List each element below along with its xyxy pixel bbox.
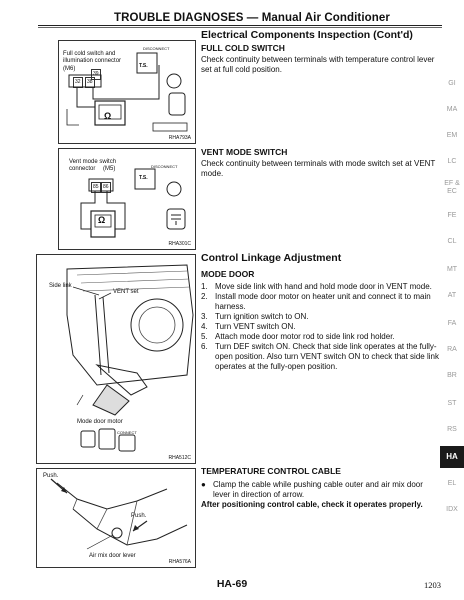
section-linkage-title: Control Linkage Adjustment <box>201 252 342 264</box>
fig1-label-line2: illumination connector <box>63 58 122 64</box>
side-tab-idx[interactable]: IDX <box>446 506 458 513</box>
fig2-ohm-label: Ω <box>98 215 106 225</box>
fig1-disconnect-label: DISCONNECT <box>143 46 170 51</box>
side-tab-fa[interactable]: FA <box>447 320 457 327</box>
fig1-connector-id: (M6) <box>63 66 76 72</box>
fig3-drawing <box>66 264 194 452</box>
side-tab-fe[interactable]: FE <box>447 212 457 219</box>
vent-mode-heading: VENT MODE SWITCH <box>201 147 288 157</box>
full-cold-text: Check continuity between terminals with … <box>201 55 435 74</box>
side-tab-em[interactable]: EM <box>446 132 458 139</box>
footer-page-number: 1203 <box>424 580 441 590</box>
side-tab-cl[interactable]: CL <box>447 238 457 245</box>
side-tab-at[interactable]: AT <box>447 292 457 299</box>
side-tab-ra[interactable]: RA <box>447 346 457 353</box>
step-item: 4.Turn VENT switch ON. <box>201 322 296 331</box>
side-tab-br[interactable]: BR <box>447 372 457 379</box>
fig2-drawing <box>80 168 186 238</box>
fig3-vent-set-label: VENT set <box>113 289 139 295</box>
fig2-connector-id: (M5) <box>103 166 116 172</box>
full-cold-heading: FULL COLD SWITCH <box>201 43 285 53</box>
fig4-push-label-1: Push. <box>43 473 59 479</box>
temp-cable-heading: TEMPERATURE CONTROL CABLE <box>201 466 341 476</box>
fig1-label-line1: Full cold switch and <box>63 51 116 57</box>
side-tab-lc[interactable]: LC <box>447 158 457 165</box>
figure-full-cold-switch: Full cold switch and illumination connec… <box>58 40 196 144</box>
step-item: 1.Move side link with hand and hold mode… <box>201 282 432 291</box>
header-rule <box>38 25 442 26</box>
temp-cable-note: After positioning control cable, check i… <box>201 500 423 509</box>
fig1-drawing <box>66 52 188 132</box>
fig3-side-link-label: Side link <box>49 283 72 289</box>
fig4-drawing <box>50 478 188 550</box>
fig4-id: RHA576A <box>168 559 191 565</box>
bullet-icon: ● <box>201 480 206 489</box>
section-inspection-title: Electrical Components Inspection (Cont'd… <box>201 29 413 41</box>
fig3-motor-label: Mode door motor <box>77 419 123 425</box>
fig2-terminal-a: 85 <box>91 182 101 193</box>
fig2-label-line1: Vent mode switch <box>69 159 117 165</box>
side-tab-ef-ec[interactable]: EF & EC <box>444 180 460 195</box>
fig1-id: RHA793A <box>168 135 191 141</box>
fig3-id: RHA512C <box>168 455 191 461</box>
fig4-lever-label: Air mix door lever <box>89 553 136 559</box>
figure-mode-door: Side link VENT set Mode door motor CONNE… <box>36 254 196 464</box>
fig2-disconnect-label: DISCONNECT <box>151 164 178 169</box>
fig4-push-label-2: Push. <box>131 513 147 519</box>
side-tab-gi[interactable]: GI <box>448 80 456 87</box>
fig2-id: RHA301C <box>168 241 191 247</box>
page-header: TROUBLE DIAGNOSES — Manual Air Condition… <box>114 12 390 24</box>
side-tab-st[interactable]: ST <box>447 400 457 407</box>
fig2-terminal-b: 86 <box>101 182 111 193</box>
step-item: 5.Attach mode door motor rod to side lin… <box>201 332 395 341</box>
footer-page-code: HA-69 <box>216 578 248 590</box>
figure-vent-mode-switch: Vent mode switch connector (M5) DISCONNE… <box>58 148 196 250</box>
header-rule-secondary <box>38 27 442 28</box>
side-tab-mt[interactable]: MT <box>446 266 458 273</box>
fig1-ts-label: T.S. <box>139 63 148 69</box>
fig2-ts-label: T.S. <box>139 175 148 181</box>
fig1-ohm-label: Ω <box>104 111 112 121</box>
side-tab-ma[interactable]: MA <box>446 106 458 113</box>
temp-cable-bullet: ● Clamp the cable while pushing cable ou… <box>201 480 441 500</box>
step-item: 2.Install mode door motor on heater unit… <box>201 292 431 311</box>
temp-cable-bullet-text: Clamp the cable while pushing cable oute… <box>213 480 423 499</box>
mode-door-steps: 1.Move side link with hand and hold mode… <box>201 282 441 372</box>
side-tab-el[interactable]: EL <box>447 480 457 487</box>
figure-temp-cable: Push. Push. Air mix door lever RHA576A <box>36 468 196 568</box>
step-item: 3.Turn ignition switch to ON. <box>201 312 309 321</box>
fig3-connect-label: CONNECT <box>117 430 137 435</box>
side-tab-ha[interactable]: HA <box>440 446 464 468</box>
vent-mode-text: Check continuity between terminals with … <box>201 159 436 178</box>
side-tab-rs[interactable]: RS <box>447 426 457 433</box>
mode-door-heading: MODE DOOR <box>201 269 255 279</box>
step-item: 6.Turn DEF switch ON. Check that side li… <box>201 342 439 371</box>
fig2-label-line2: connector <box>69 166 96 172</box>
